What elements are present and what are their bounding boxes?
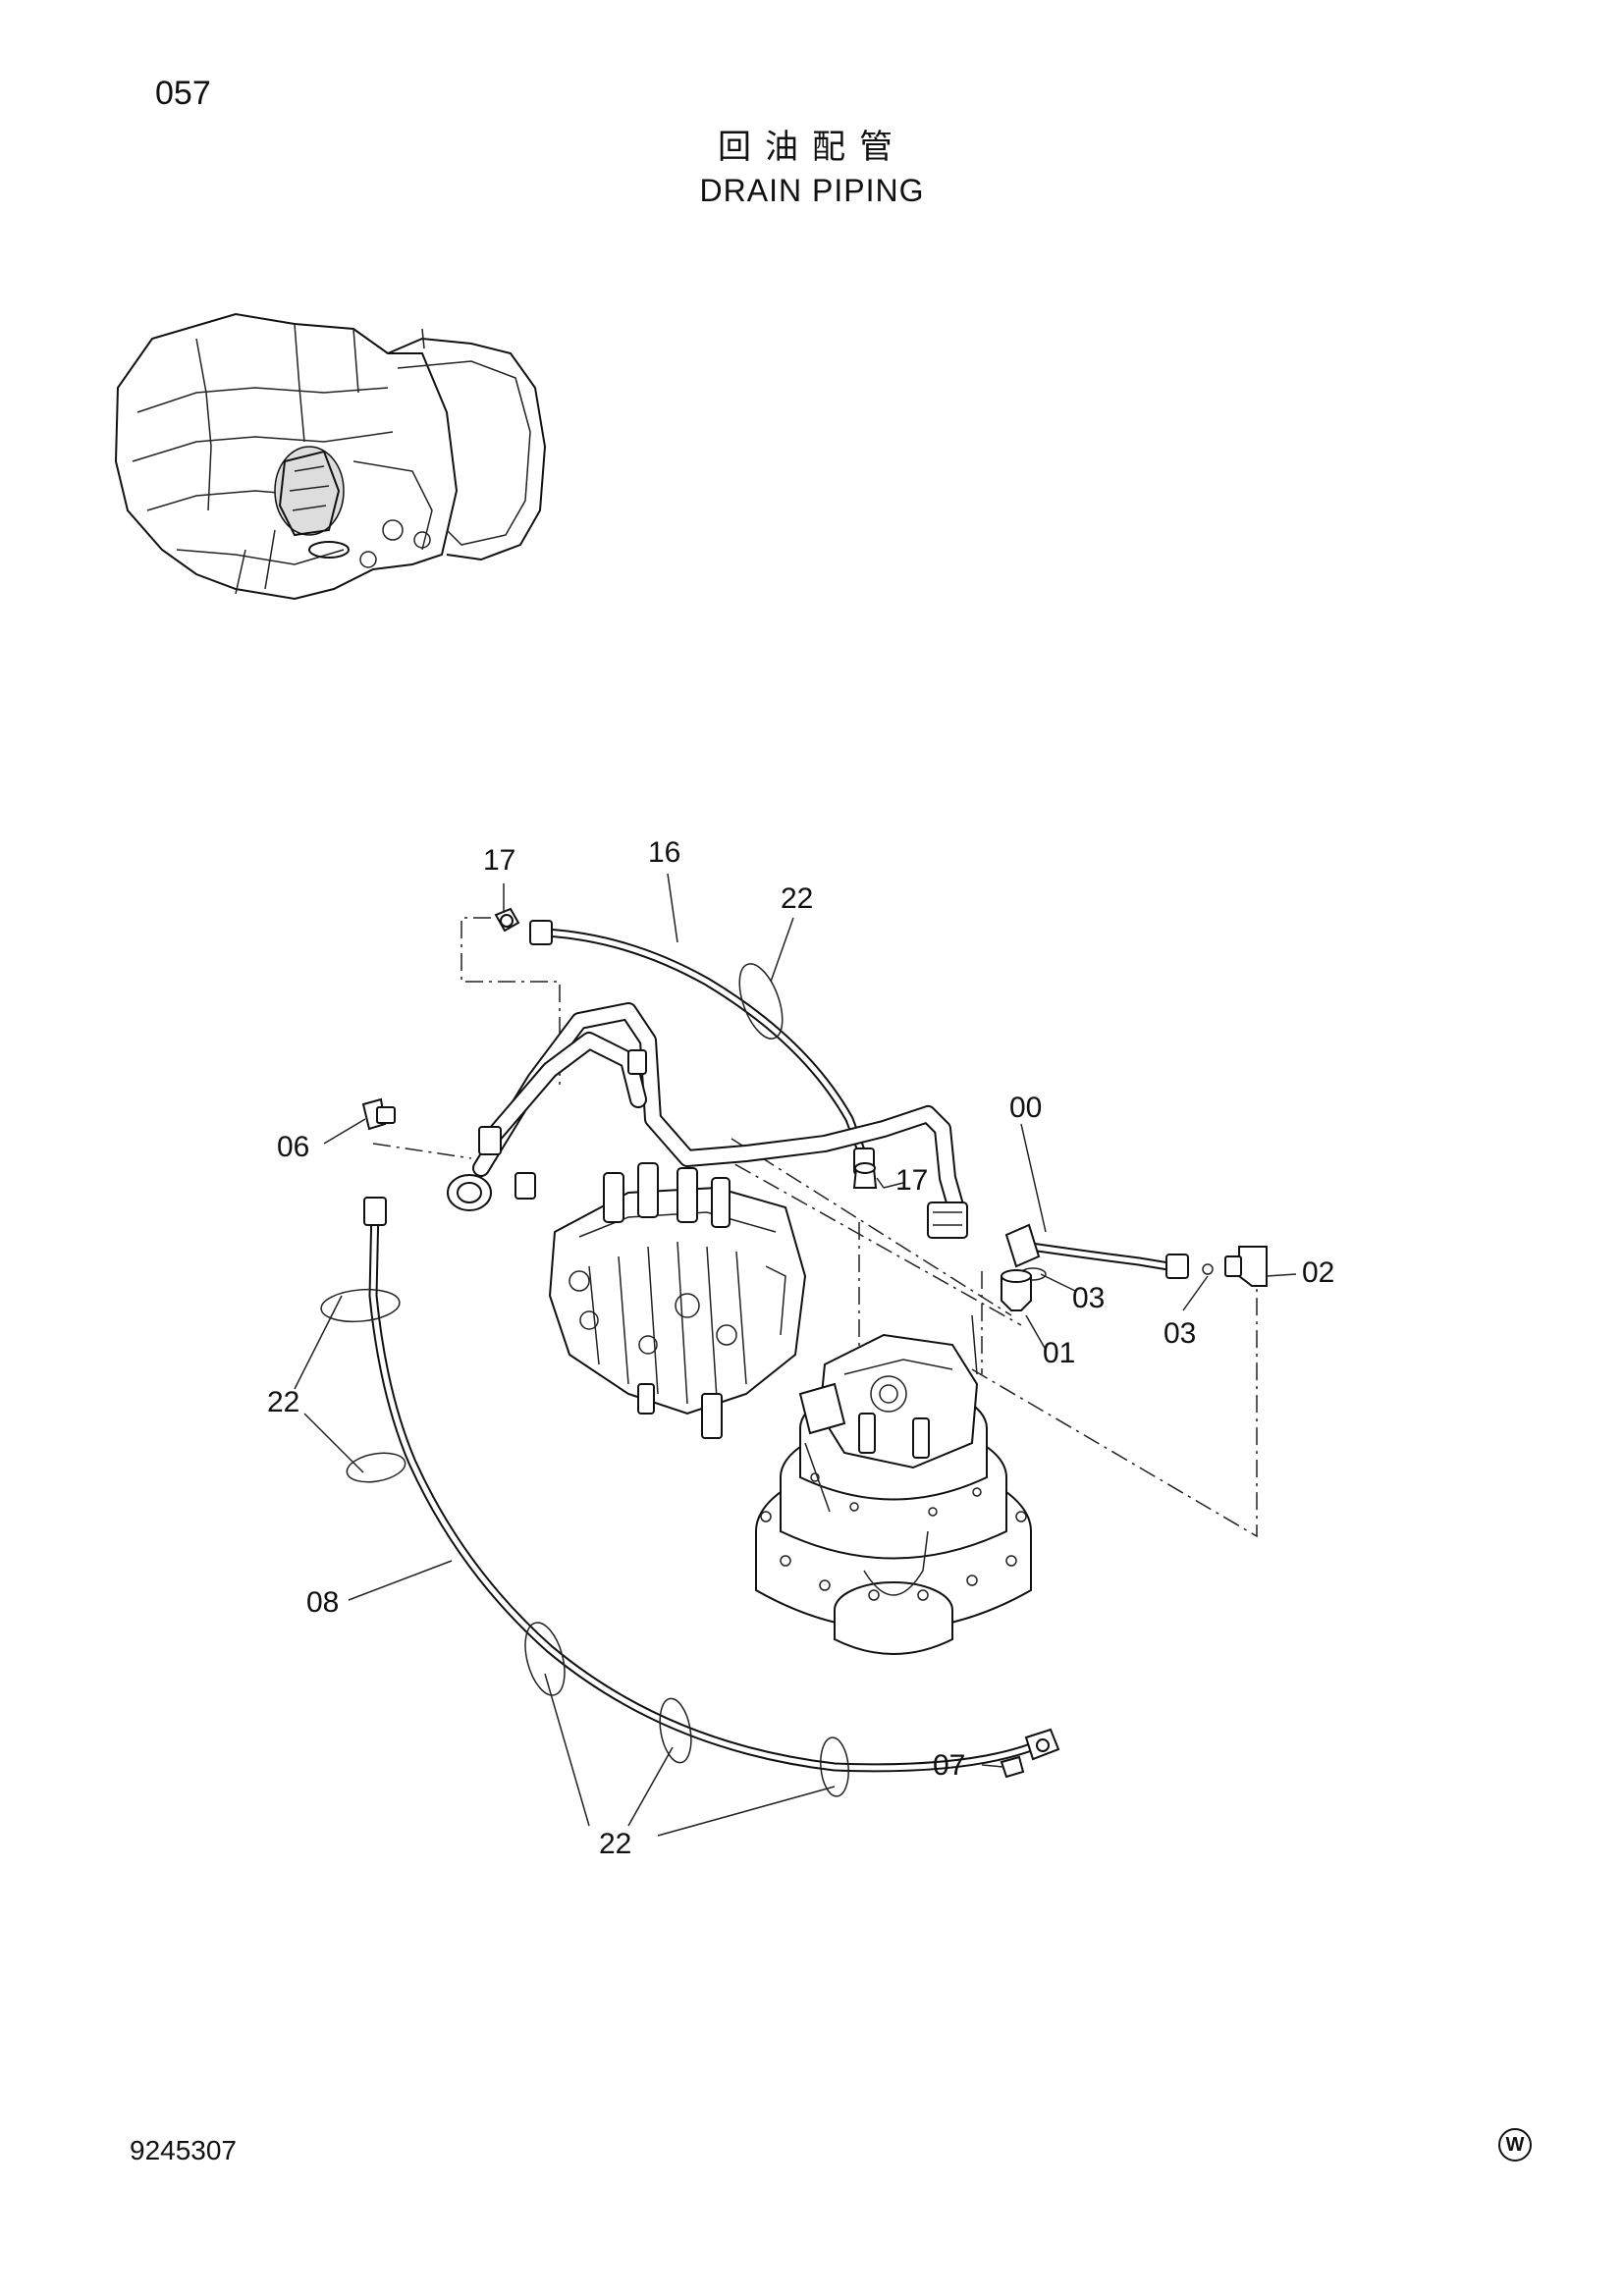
footer-circled-mark: W (1498, 2128, 1532, 2162)
swing-motor (755, 1314, 1032, 1655)
callout-00: 00 (1009, 1092, 1042, 1124)
reference-dashed-lines (372, 917, 1258, 1538)
callout-02: 02 (1302, 1256, 1334, 1289)
page-title-english: DRAIN PIPING (699, 173, 925, 208)
callout-22-bottom: 22 (599, 1828, 631, 1860)
elbow-06 (361, 1097, 396, 1131)
callout-07: 07 (933, 1749, 965, 1782)
callout-16: 16 (648, 836, 680, 869)
adapter-17-top (494, 907, 520, 933)
control-valve (548, 1162, 807, 1439)
steel-pipe-assembly (447, 1002, 968, 1239)
adapter-17-middle (852, 1162, 878, 1189)
callout-06: 06 (277, 1131, 309, 1163)
hose-16 (529, 920, 875, 1175)
callout-03-left: 03 (1072, 1282, 1105, 1314)
callout-03-right: 03 (1164, 1317, 1196, 1350)
leader-lines (294, 873, 1297, 1837)
callout-labels: 17 16 22 00 06 17 02 03 03 01 22 08 07 2… (267, 836, 1334, 1860)
document-code: 9245307 (130, 2135, 238, 2165)
callout-17-top: 17 (483, 844, 515, 877)
callout-08: 08 (306, 1586, 339, 1619)
clamps-22 (320, 963, 849, 1797)
hose-00-assembly (1001, 1223, 1268, 1311)
callout-01: 01 (1043, 1337, 1075, 1369)
overview-inset-illustration (114, 312, 547, 601)
page-number: 057 (155, 75, 211, 112)
callout-22-left: 22 (267, 1386, 299, 1418)
hose-08 (363, 1197, 1060, 1779)
callout-17-middle: 17 (895, 1164, 928, 1197)
page-title-chinese: 回油配管 (718, 128, 906, 167)
callout-22-top: 22 (781, 882, 813, 915)
